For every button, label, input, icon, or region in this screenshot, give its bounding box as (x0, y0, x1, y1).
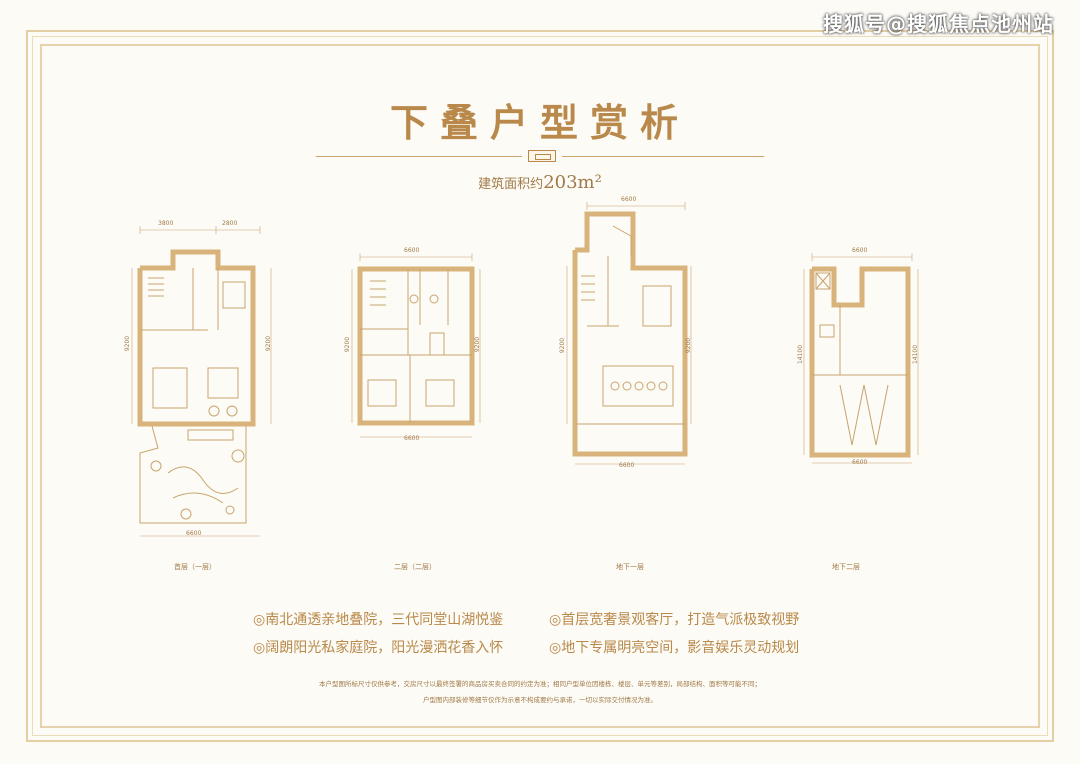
dim-right: 14100 (912, 344, 920, 365)
area-line: 建筑面积约203m² (0, 172, 1080, 193)
dim-left: 9200 (344, 336, 352, 353)
dim-left: 14100 (797, 344, 805, 365)
caption-basement-2: 地下二层 (832, 563, 860, 571)
dim-top-right: 2800 (222, 220, 238, 227)
dim-top: 6600 (852, 247, 868, 254)
disclaimer-line: 户型图内部装修等细节仅作为示意不构成要约与承诺，一切以实际交付情况为准。 (423, 696, 657, 704)
floor-plan-1: 3800 2800 9200 9200 6600 (124, 218, 278, 548)
dim-bottom: 6600 (619, 462, 635, 469)
feature-item: ◎地下专属明亮空间，影音娱乐灵动规划 (549, 640, 800, 656)
watermark: 搜狐号@搜狐焦点池州站 (823, 12, 1054, 36)
floor-plan-3: 6600 9200 9200 6600 (559, 196, 698, 476)
outer-frame (26, 30, 1054, 742)
floor-plan-2: 6600 9200 9200 6600 (344, 245, 483, 450)
dim-bottom: 6600 (404, 435, 420, 442)
area-value: 203m² (543, 172, 602, 193)
dim-left: 9200 (124, 335, 132, 352)
dim-left: 9200 (559, 337, 567, 354)
dim-right: 9200 (474, 336, 482, 353)
caption-floor-1: 首层（一层） (174, 563, 216, 571)
dim-bottom: 6600 (186, 530, 202, 537)
ornament-icon (528, 150, 556, 162)
disclaimer-line: 本户型图所标尺寸仅供参考，交房尺寸以最终签署的商品房买卖合同的约定为准；相同户型… (319, 680, 761, 688)
title-rule-right (562, 156, 764, 157)
feature-item: ◎阔朗阳光私家庭院，阳光漫洒花香入怀 (253, 640, 504, 656)
area-label: 建筑面积约 (478, 177, 544, 192)
dim-bottom: 6600 (852, 459, 868, 466)
feature-item: ◎首层宽奢景观客厅，打造气派极致视野 (549, 612, 800, 628)
disclaimer: 本户型图所标尺寸仅供参考，交房尺寸以最终签署的商品房买卖合同的约定为准；相同户型… (0, 676, 1080, 708)
caption-basement-1: 地下一层 (616, 563, 644, 571)
dim-top: 6600 (621, 196, 637, 203)
title-rule-left (316, 156, 522, 157)
page-title: 下叠户型赏析 (389, 100, 690, 145)
dim-right: 9200 (265, 335, 273, 352)
feature-item: ◎南北通透亲地叠院，三代同堂山湖悦鉴 (253, 612, 504, 628)
dim-top: 6600 (404, 247, 420, 254)
middle-frame (32, 36, 1048, 736)
floor-plan-4: 6600 14100 14100 6600 (797, 245, 925, 475)
dim-right: 9200 (685, 337, 693, 354)
dim-top-left: 3800 (158, 220, 174, 227)
caption-floor-2: 二层（二层） (394, 563, 436, 571)
